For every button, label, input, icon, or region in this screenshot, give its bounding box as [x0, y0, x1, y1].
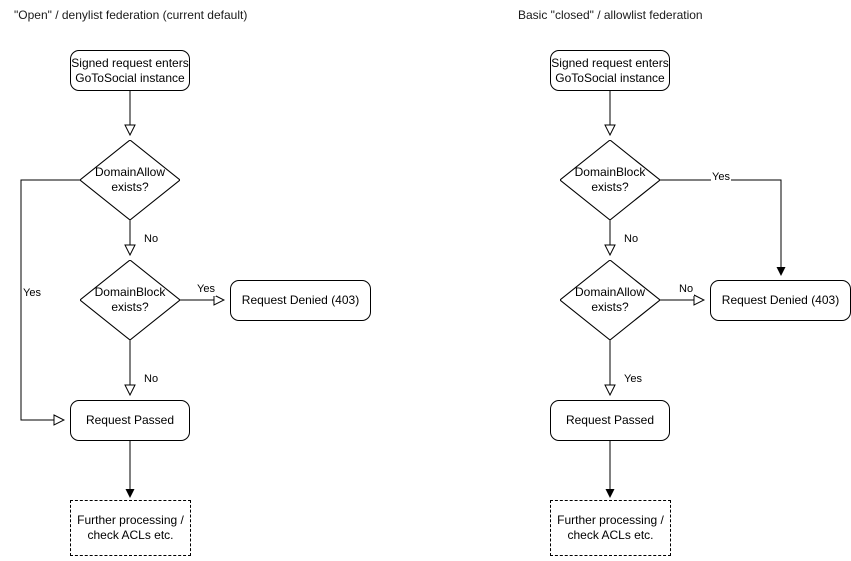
left-decision-domain-block[interactable]: DomainBlock exists? [80, 260, 180, 340]
right-edge-label-block-no: No [623, 233, 640, 246]
right-diagram-title: Basic "closed" / allowlist federation [518, 8, 703, 22]
right-decision-domain-allow-label: DomainAllow exists? [574, 285, 646, 314]
left-edge-allow-yes [20, 179, 80, 420]
left-edge-label-block-no: No [143, 373, 160, 386]
left-node-request-denied[interactable]: Request Denied (403) [230, 280, 371, 321]
left-node-further-processing[interactable]: Further processing / check ACLs etc. [70, 500, 191, 556]
left-decision-domain-block-label: DomainBlock exists? [94, 285, 166, 314]
left-diagram-title: "Open" / denylist federation (current de… [14, 8, 248, 22]
left-node-request-passed[interactable]: Request Passed [70, 400, 190, 441]
diamond-shape-icon [80, 260, 180, 340]
right-node-start-label: Signed request enters GoToSocial instanc… [551, 55, 669, 85]
right-decision-domain-allow[interactable]: DomainAllow exists? [560, 260, 660, 340]
left-edge-label-block-yes: Yes [196, 283, 216, 296]
diamond-shape-icon [560, 140, 660, 220]
right-decision-domain-block[interactable]: DomainBlock exists? [560, 140, 660, 220]
diamond-shape-icon [80, 140, 180, 220]
right-edge-block-yes [660, 179, 786, 276]
right-node-request-denied[interactable]: Request Denied (403) [710, 280, 851, 321]
left-node-further-processing-label: Further processing / check ACLs etc. [77, 513, 184, 542]
right-node-request-denied-label: Request Denied (403) [721, 293, 840, 307]
right-edge-label-block-yes: Yes [711, 171, 731, 184]
left-node-start-label: Signed request enters GoToSocial instanc… [71, 55, 189, 85]
left-node-request-passed-label: Request Passed [85, 413, 175, 427]
diamond-shape-icon [560, 260, 660, 340]
right-node-further-processing[interactable]: Further processing / check ACLs etc. [550, 500, 671, 556]
right-node-further-processing-label: Further processing / check ACLs etc. [557, 513, 664, 542]
left-decision-domain-allow[interactable]: DomainAllow exists? [80, 140, 180, 220]
left-decision-domain-allow-label: DomainAllow exists? [94, 165, 166, 194]
right-edge-label-allow-no: No [678, 283, 695, 296]
right-edge-label-allow-yes: Yes [623, 373, 643, 386]
right-decision-domain-block-label: DomainBlock exists? [574, 165, 646, 194]
right-node-request-passed-label: Request Passed [565, 413, 655, 427]
left-edge-label-allow-yes: Yes [22, 287, 42, 300]
right-node-start[interactable]: Signed request enters GoToSocial instanc… [550, 50, 670, 91]
right-node-request-passed[interactable]: Request Passed [550, 400, 670, 441]
left-node-start[interactable]: Signed request enters GoToSocial instanc… [70, 50, 190, 91]
left-node-request-denied-label: Request Denied (403) [241, 293, 360, 307]
left-edge-label-allow-no: No [143, 233, 160, 246]
